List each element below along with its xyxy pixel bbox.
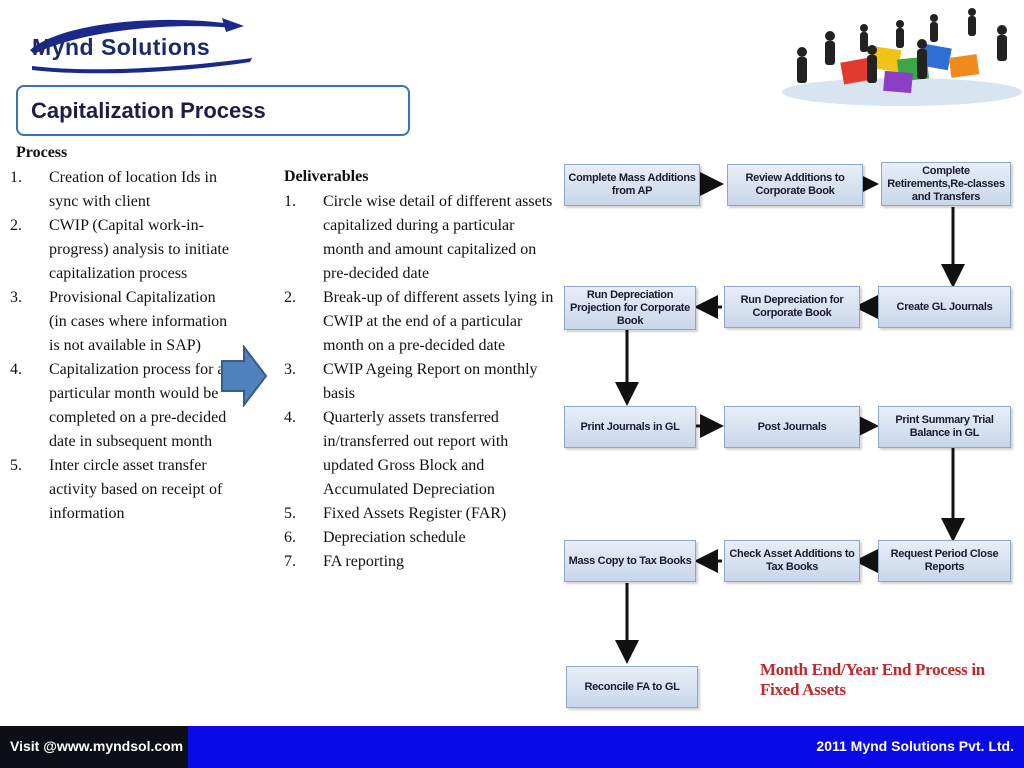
flow-step-trial-balance: Print Summary Trial Balance in GL	[878, 406, 1011, 448]
item-text: CWIP Ageing Report on monthly basis	[323, 361, 538, 402]
flow-step-create-gl-journals: Create GL Journals	[878, 286, 1011, 328]
title-box: Capitalization Process	[16, 85, 410, 136]
deliverable-item: 2. Break-up of different assets lying in …	[284, 286, 556, 358]
item-text: CWIP (Capital work-in-progress) analysis…	[49, 217, 229, 282]
item-number: 4.	[284, 409, 296, 426]
deliverable-item: 1. Circle wise detail of different assets…	[284, 190, 556, 286]
flow-step-review-additions: Review Additions to Corporate Book	[727, 164, 863, 206]
item-number: 1.	[284, 193, 296, 210]
item-number: 7.	[284, 553, 296, 570]
process-item: 4. Capitalization process for a particula…	[10, 358, 232, 454]
deliverables-heading: Deliverables	[284, 168, 369, 185]
process-item: 3. Provisional Capitalization (in cases w…	[10, 286, 232, 358]
flowchart-caption: Month End/Year End Process in Fixed Asse…	[760, 660, 985, 699]
item-number: 2.	[284, 289, 296, 306]
item-number: 3.	[10, 289, 22, 306]
process-item: 5. Inter circle asset transfer activity b…	[10, 454, 232, 526]
item-text: Break-up of different assets lying in CW…	[323, 289, 554, 354]
deliverable-item: 7. FA reporting	[284, 550, 556, 574]
item-number: 4.	[10, 361, 22, 378]
copyright-text: 2011 Mynd Solutions Pvt. Ltd.	[816, 738, 1014, 754]
item-number: 1.	[10, 169, 22, 186]
process-item: 2. CWIP (Capital work-in-progress) analys…	[10, 214, 232, 286]
deliverable-item: 3. CWIP Ageing Report on monthly basis	[284, 358, 556, 406]
item-text: Provisional Capitalization (in cases whe…	[49, 289, 228, 354]
item-text: Fixed Assets Register (FAR)	[323, 505, 507, 522]
item-text: Depreciation schedule	[323, 529, 466, 546]
deliverables-list: 1. Circle wise detail of different assets…	[284, 190, 556, 574]
team-puzzle-illustration	[782, 8, 1022, 106]
item-number: 6.	[284, 529, 296, 546]
deliverable-item: 5. Fixed Assets Register (FAR)	[284, 502, 556, 526]
process-item: 1. Creation of location Ids in sync with …	[10, 166, 232, 214]
website-link[interactable]: Visit @www.myndsol.com	[0, 726, 188, 768]
flow-step-period-close: Request Period Close Reports	[878, 540, 1011, 582]
flow-step-check-tax-books: Check Asset Additions to Tax Books	[724, 540, 860, 582]
item-number: 3.	[284, 361, 296, 378]
item-number: 5.	[284, 505, 296, 522]
item-text: Capitalization process for a particular …	[49, 361, 227, 450]
flow-step-mass-copy: Mass Copy to Tax Books	[564, 540, 696, 582]
item-text: Circle wise detail of different assets c…	[323, 193, 553, 282]
item-text: Inter circle asset transfer activity bas…	[49, 457, 223, 522]
flow-step-depreciation-projection: Run Depreciation Projection for Corporat…	[564, 286, 696, 330]
item-number: 5.	[10, 457, 22, 474]
flow-step-mass-additions: Complete Mass Additions from AP	[564, 164, 700, 206]
deliverable-item: 4. Quarterly assets transferred in/transf…	[284, 406, 556, 502]
item-text: Creation of location Ids in sync with cl…	[49, 169, 217, 210]
item-text: Quarterly assets transferred in/transfer…	[323, 409, 509, 498]
flowchart-connectors	[615, 172, 965, 664]
flow-step-post-journals: Post Journals	[724, 406, 860, 448]
logo-swoosh-icon	[30, 18, 252, 74]
fixed-assets-flowchart: Complete Mass Additions from AP Review A…	[560, 150, 1020, 720]
footer-bar: Visit @www.myndsol.com 2011 Mynd Solutio…	[0, 726, 1024, 768]
process-list: 1. Creation of location Ids in sync with …	[10, 166, 232, 526]
company-logo: Mynd Solutions	[22, 14, 272, 74]
item-number: 2.	[10, 217, 22, 234]
page-title: Capitalization Process	[31, 98, 266, 123]
deliverable-item: 6. Depreciation schedule	[284, 526, 556, 550]
flow-step-retirements: Complete Retirements,Re-classes and Tran…	[881, 162, 1011, 206]
item-text: FA reporting	[323, 553, 405, 570]
logo-text: Mynd Solutions	[32, 34, 211, 60]
flow-step-print-journals: Print Journals in GL	[564, 406, 696, 448]
process-heading: Process	[16, 144, 68, 161]
right-arrow-icon	[221, 345, 268, 407]
flow-step-reconcile: Reconcile FA to GL	[566, 666, 698, 708]
flow-step-run-depreciation: Run Depreciation for Corporate Book	[724, 286, 860, 328]
